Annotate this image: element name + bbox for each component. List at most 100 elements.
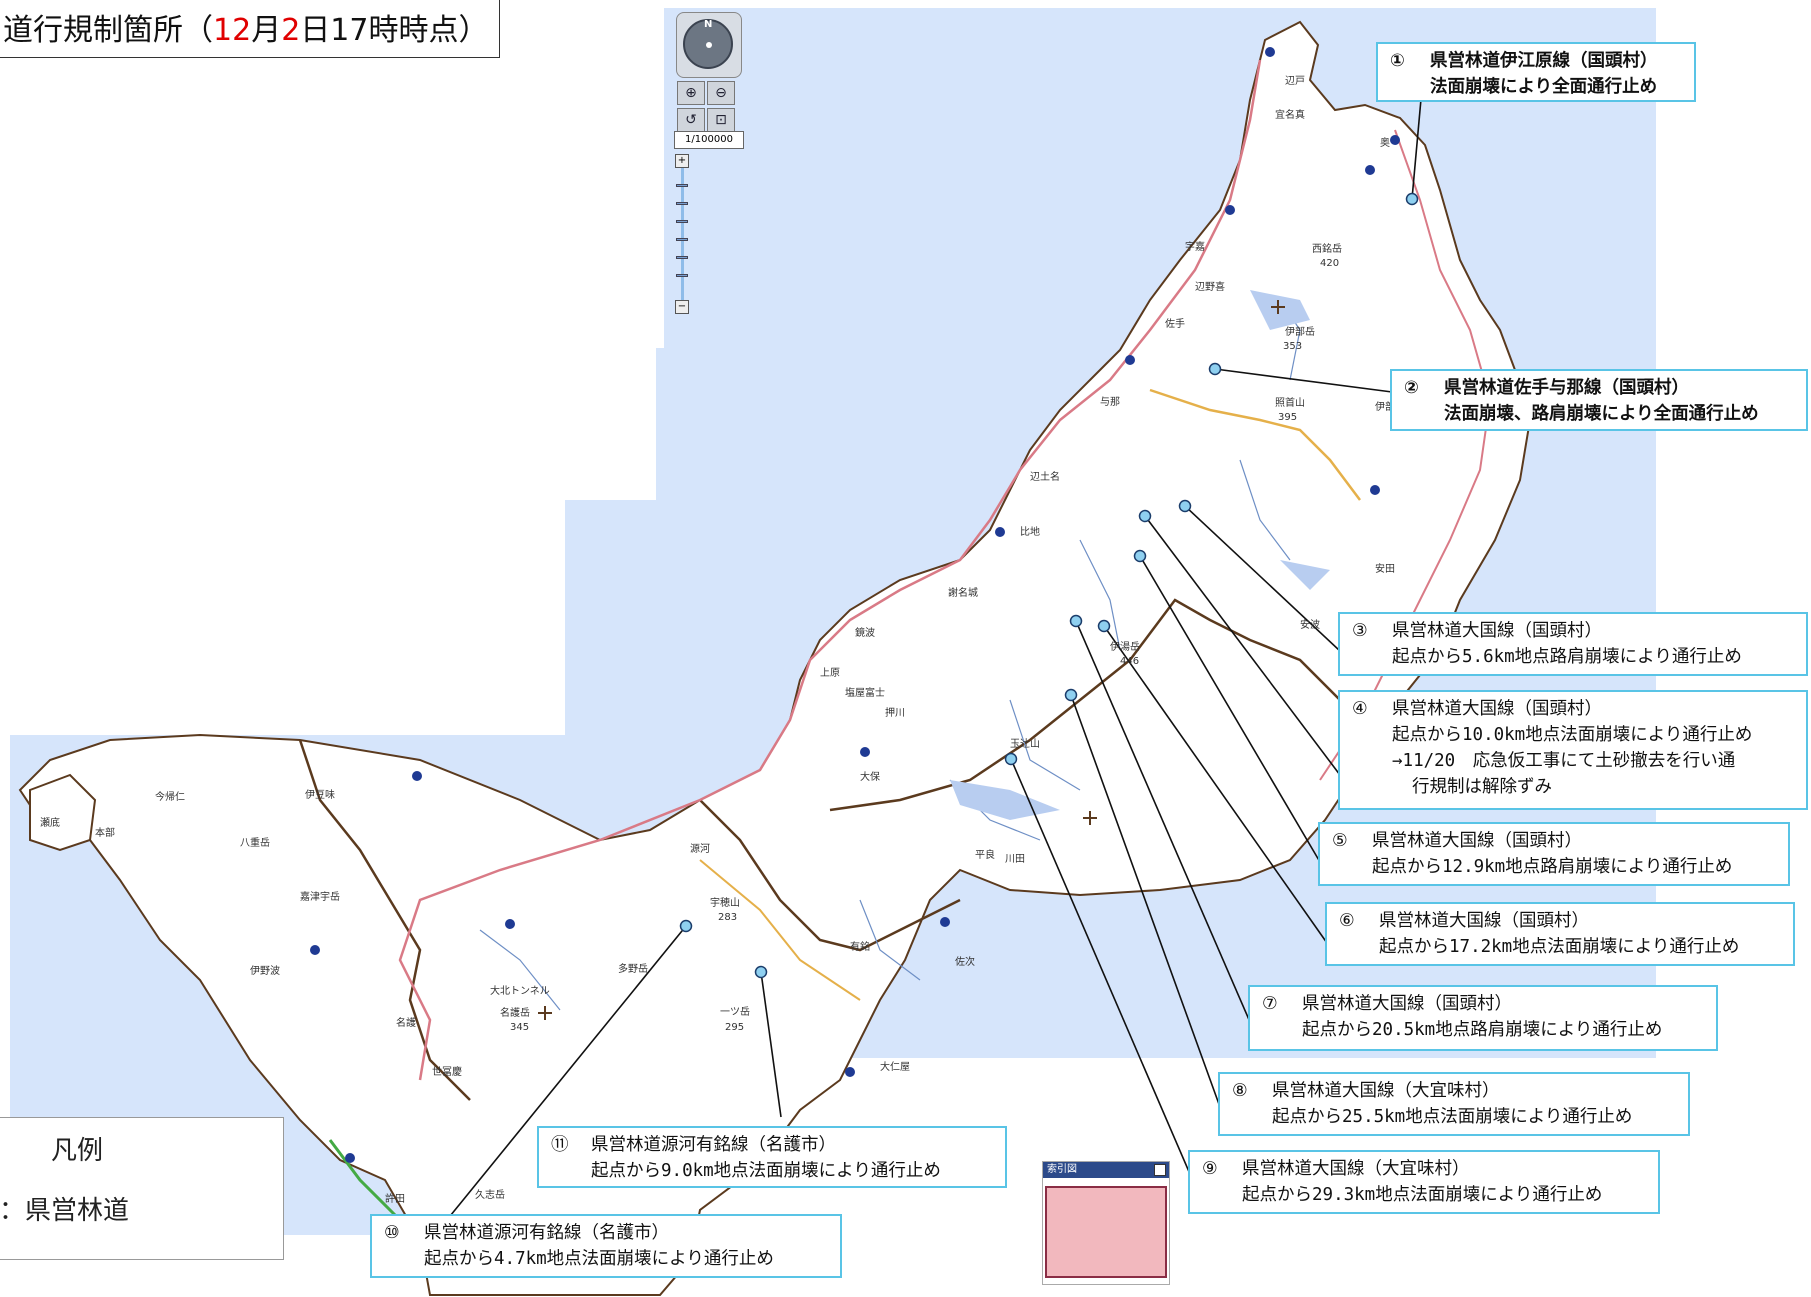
overview-map[interactable]: 索引図 (1042, 1161, 1170, 1285)
callout-line2: 起点から17.2km地点法面崩壊により通行止め (1379, 937, 1740, 957)
pan-compass[interactable]: N (676, 12, 742, 78)
callout-line1: 県営林道大国線（国頭村） (1302, 994, 1512, 1014)
scale-display: 1/100000 (674, 131, 744, 149)
place-label: 伊湯岳 (1110, 640, 1140, 653)
place-label: 伊豆味 (305, 789, 335, 801)
callout-number: ① (1390, 51, 1405, 71)
place-label: 353 (1283, 341, 1302, 352)
place-label: 押川 (885, 706, 905, 719)
route-shields (310, 47, 1400, 1163)
marker-1 (1405, 192, 1419, 206)
place-label: 283 (718, 912, 737, 923)
marker-7 (1069, 614, 1083, 628)
closure-markers[interactable] (679, 192, 1419, 979)
title-day: 2 (281, 13, 301, 48)
callout-number: ⑪ (551, 1135, 569, 1155)
legend: 凡例 ：県営林道 (0, 1117, 284, 1260)
place-label: 有銘 (850, 940, 870, 953)
leader-lines (419, 87, 1423, 1254)
zoom-in-icon[interactable]: ⊕ (677, 81, 705, 105)
place-label: 謝名城 (948, 586, 978, 599)
callout-line1: 県営林道大国線（国頭村） (1392, 699, 1602, 719)
overview-extent[interactable] (1045, 1186, 1167, 1278)
zoom-tick[interactable] (676, 184, 688, 187)
title-prefix: 道行規制箇所（ (3, 13, 213, 48)
place-label: 宇嘉 (1185, 240, 1205, 253)
place-label: 辺土名 (1030, 470, 1060, 483)
overview-label: 索引図 (1047, 1164, 1077, 1175)
place-label: 本部 (95, 826, 115, 839)
callout-line1: 県営林道伊江原線（国頭村） (1430, 51, 1658, 71)
place-label: 西銘岳 (1312, 242, 1342, 255)
place-label: 辺野喜 (1195, 280, 1225, 293)
zoom-tick[interactable] (676, 220, 688, 223)
place-label: 比地 (1020, 525, 1040, 538)
overview-close-icon[interactable] (1154, 1164, 1166, 1176)
place-label: 照首山 (1275, 396, 1305, 409)
zoom-tick[interactable] (676, 274, 688, 277)
zoom-area-icon[interactable]: ⊡ (707, 108, 735, 132)
compass-center[interactable] (706, 42, 712, 48)
callout-line2: 起点から29.3km地点法面崩壊により通行止め (1242, 1185, 1603, 1205)
marker-10 (679, 919, 693, 933)
place-label: 大保 (860, 770, 880, 783)
place-label: 八重岳 (240, 836, 270, 849)
island-west (29, 773, 97, 852)
road-national-58 (398, 59, 1262, 1081)
place-label: 446 (1120, 656, 1139, 667)
place-label: 345 (510, 1022, 529, 1033)
zoom-tick[interactable] (676, 256, 688, 259)
callout-line2: 法面崩壊、路肩崩壊により全面通行止め (1444, 404, 1759, 424)
map-edge-strip (656, 8, 664, 348)
place-label: 奥 (1380, 136, 1390, 149)
legend-item-forest-road: ：県営林道 (0, 1196, 130, 1226)
callout-line3: →11/20 応急仮工事にて土砂撤去を行い通 (1392, 751, 1736, 771)
callout-line1: 県営林道大国線（大宜味村） (1272, 1081, 1500, 1101)
zoom-button-row: ⊕⊖ (676, 78, 742, 105)
place-label: 平良 (975, 848, 995, 861)
place-label: 名護 (396, 1016, 416, 1029)
callout-line2: 起点から25.5km地点法面崩壊により通行止め (1272, 1107, 1633, 1127)
place-label: 宇穂山 (710, 896, 740, 909)
place-label: 嘉津宇岳 (300, 890, 340, 903)
place-label: 許田 (385, 1192, 405, 1205)
municipal-boundary-3 (298, 739, 471, 1101)
zoom-slider-track[interactable] (681, 154, 684, 304)
place-label: 源河 (690, 842, 710, 855)
title-time: 17時時点） (330, 13, 489, 48)
lake-fukuji (1250, 290, 1310, 330)
zoom-slider-plus[interactable]: + (675, 154, 689, 168)
zoom-tick[interactable] (676, 238, 688, 241)
zoom-tick[interactable] (676, 202, 688, 205)
place-label: 上原 (820, 667, 840, 679)
callout-line2: 起点から12.9km地点路肩崩壊により通行止め (1372, 857, 1733, 877)
zoom-out-icon[interactable]: ⊖ (707, 81, 735, 105)
rivers (479, 299, 1301, 1011)
place-label: 玉辻山 (1010, 737, 1040, 750)
zoom-slider[interactable]: + − (675, 154, 689, 314)
place-label: 久志岳 (475, 1188, 505, 1201)
place-label: 瀬底 (40, 816, 60, 829)
marker-4 (1138, 509, 1152, 523)
callout-number: ⑥ (1339, 911, 1355, 931)
zoom-slider-minus[interactable]: − (675, 300, 689, 314)
callout-line2: 起点から10.0km地点法面崩壊により通行止め (1392, 725, 1753, 745)
place-label: 佐次 (955, 955, 975, 968)
place-label: 一ツ岳 (720, 1006, 750, 1018)
place-label: 安田 (1375, 562, 1395, 575)
place-labels: 辺戸 宜名真 奥 西銘岳 420 伊部岳 353 辺野喜 佐手 伊部 照首山 3… (40, 75, 1395, 1205)
place-label: 大北トンネル (490, 984, 550, 997)
place-label: 420 (1320, 258, 1339, 269)
marker-8 (1064, 688, 1078, 702)
north-indicator: N (704, 19, 713, 30)
place-label: 川田 (1005, 854, 1025, 865)
reset-view-icon[interactable]: ↺ (677, 108, 705, 132)
